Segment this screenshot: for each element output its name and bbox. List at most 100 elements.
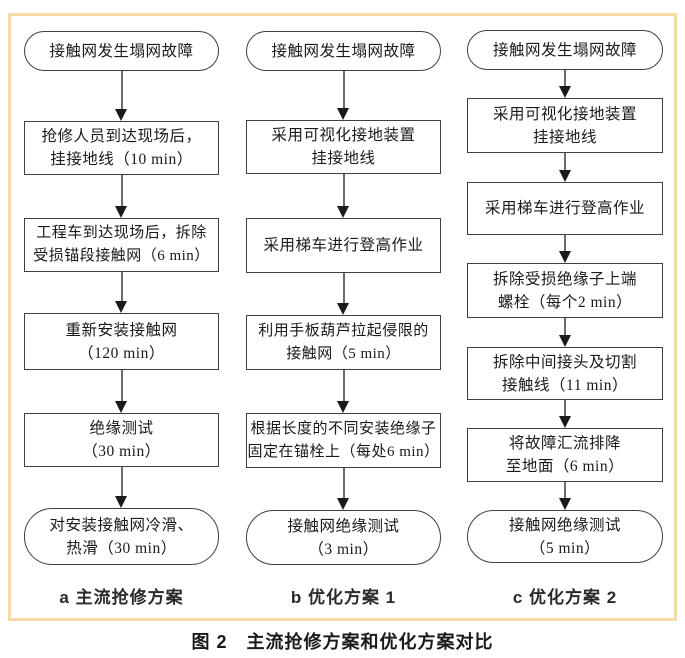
node-text-line: 工程车到达现场后，拆除 <box>36 225 207 241</box>
arrow-head <box>115 206 127 218</box>
flow-node-terminal: 接触网发生塌网故障 <box>24 31 219 71</box>
arrow-head <box>337 206 349 218</box>
node-text-line: 根据长度的不同安装绝缘子 <box>250 420 437 437</box>
arrow-head <box>558 86 571 98</box>
arrow-head <box>558 335 571 347</box>
flow-node-process: 将故障汇流排降至地面（6 min） <box>467 428 663 482</box>
flow-node-process: 根据长度的不同安装绝缘子固定在锚栓上（每处6 min） <box>246 413 441 468</box>
node-text-line: 将故障汇流排降 <box>508 435 621 452</box>
node-text-line: 接触网（5 min） <box>286 345 401 362</box>
arrow-head <box>115 401 127 413</box>
flowchart-frame <box>8 13 677 621</box>
arrow-shaft <box>120 175 123 207</box>
arrow-down-icon <box>337 468 350 510</box>
arrow-head <box>558 498 571 510</box>
flow-node-terminal: 对安装接触网冷滑、热滑（30 min） <box>24 508 219 565</box>
column-label: c 优化方案 2 <box>512 588 618 607</box>
node-text-line: 重新安装接触网 <box>65 321 178 339</box>
flow-node-process: 工程车到达现场后，拆除受损锚段接触网（6 min） <box>24 218 219 272</box>
arrow-shaft <box>564 153 566 171</box>
node-text-line: 至地面（6 min） <box>505 458 625 475</box>
flow-node-process: 拆除中间接头及切割接触线（11 min） <box>467 347 663 400</box>
node-text-line: 螺栓（每个2 min） <box>497 293 633 311</box>
flow-node-process: 拆除受损绝缘子上端螺栓（每个2 min） <box>467 263 663 318</box>
node-text-line: 接触网绝缘测试 <box>508 516 621 534</box>
node-text-line: 采用可视化接地装置 <box>492 105 637 123</box>
flow-node-process: 采用可视化接地装置挂接地线 <box>467 98 663 153</box>
flow-node-process: 采用梯车进行登高作业 <box>467 182 663 235</box>
node-text-line: 受损锚段接触网（6 min） <box>33 248 210 264</box>
arrow-down-icon <box>558 70 572 98</box>
arrow-down-icon <box>115 370 128 413</box>
arrow-head <box>115 496 127 508</box>
flow-node-process: 采用可视化接地装置挂接地线 <box>246 120 441 174</box>
arrow-shaft <box>564 482 566 499</box>
node-text-line: 接触网发生塌网故障 <box>49 42 194 60</box>
arrow-shaft <box>342 273 345 304</box>
arrow-down-icon <box>115 272 128 313</box>
flow-node-process: 绝缘测试 （30 min） <box>24 413 219 467</box>
column-label: b 优化方案 1 <box>290 588 397 607</box>
arrow-head <box>558 416 571 428</box>
node-text-line: 采用梯车进行登高作业 <box>484 200 645 217</box>
arrow-head <box>115 301 127 313</box>
node-text-line: （30 min） <box>82 443 161 460</box>
node-text-line: （120 min） <box>78 344 165 362</box>
arrow-shaft <box>120 71 123 110</box>
arrow-shaft <box>120 370 123 402</box>
arrow-shaft <box>342 71 345 109</box>
flow-node-terminal: 接触网发生塌网故障 <box>467 30 663 70</box>
arrow-head <box>337 498 349 510</box>
node-text-line: 对安装接触网冷滑、 <box>49 516 194 534</box>
node-text-line: 挂接地线 <box>532 128 597 146</box>
arrow-shaft <box>342 174 345 207</box>
node-text-line: 采用可视化接地装置 <box>271 127 416 144</box>
flow-node-process: 利用手板葫芦拉起侵限的接触网（5 min） <box>246 315 441 370</box>
arrow-head <box>337 303 349 315</box>
node-text-line: 绝缘测试 <box>89 420 154 437</box>
arrow-head <box>115 109 127 121</box>
node-text-line: 利用手板葫芦拉起侵限的 <box>258 322 429 339</box>
node-text-line: 拆除受损绝缘子上端 <box>492 270 637 288</box>
arrow-head <box>558 251 571 263</box>
node-text-line: 接触线（11 min） <box>502 376 628 394</box>
arrow-shaft <box>564 70 566 87</box>
arrow-head <box>558 170 571 182</box>
arrow-shaft <box>564 318 566 336</box>
flow-node-terminal: 接触网绝缘测试 （5 min） <box>467 510 663 563</box>
node-text-line: 接触网发生塌网故障 <box>492 41 637 59</box>
arrow-shaft <box>120 467 123 497</box>
arrow-down-icon <box>115 71 128 121</box>
node-text-line: 采用梯车进行登高作业 <box>263 237 424 254</box>
arrow-down-icon <box>337 273 350 315</box>
arrow-shaft <box>564 400 566 417</box>
arrow-shaft <box>564 235 566 252</box>
node-text-line: （5 min） <box>529 539 601 557</box>
arrow-head <box>337 401 349 413</box>
arrow-shaft <box>342 468 345 499</box>
node-text-line: 抢修人员到达现场后， <box>41 128 202 145</box>
node-text-line: 挂接地线（10 min） <box>50 151 193 168</box>
arrow-down-icon <box>115 467 128 508</box>
node-text-line: 热滑（30 min） <box>66 539 177 557</box>
node-text-line: （3 min） <box>308 540 379 558</box>
arrow-down-icon <box>115 175 128 218</box>
arrow-shaft <box>120 272 123 302</box>
flow-node-process: 抢修人员到达现场后， 挂接地线（10 min） <box>24 121 219 175</box>
arrow-down-icon <box>558 235 572 263</box>
arrow-down-icon <box>337 71 350 120</box>
flow-node-process: 采用梯车进行登高作业 <box>246 218 441 273</box>
node-text-line: 固定在锚栓上（每处6 min） <box>247 443 440 460</box>
node-text-line: 接触网发生塌网故障 <box>271 42 416 60</box>
arrow-down-icon <box>558 318 572 347</box>
arrow-shaft <box>342 370 345 402</box>
figure-caption: 图 2 主流抢修方案和优化方案对比 <box>191 632 494 652</box>
arrow-down-icon <box>558 482 572 510</box>
arrow-down-icon <box>337 370 350 413</box>
flow-node-terminal: 接触网绝缘测试（3 min） <box>246 510 441 565</box>
arrow-down-icon <box>337 174 350 218</box>
column-label: a 主流抢修方案 <box>59 588 184 607</box>
node-text-line: 拆除中间接头及切割 <box>492 353 637 371</box>
node-text-line: 挂接地线 <box>311 150 376 167</box>
